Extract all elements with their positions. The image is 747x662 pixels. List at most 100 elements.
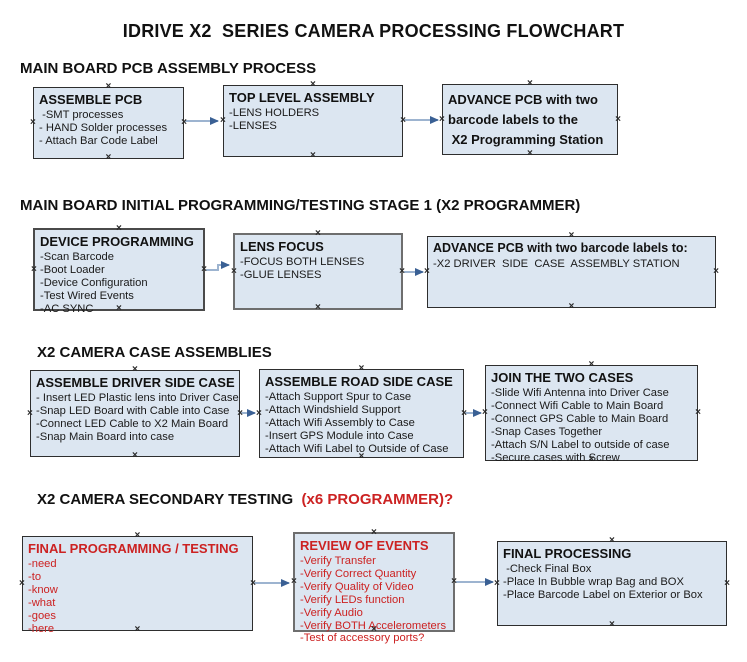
box-items: -X2 DRIVER SIDE CASE ASSEMBLY STATION [433,258,711,271]
box-item: -Device Configuration [40,276,148,289]
connection-handle-icon: × [132,450,138,461]
box-item: -Boot Loader [40,263,105,276]
connection-handle-icon: × [291,576,297,587]
connection-handle-icon: × [400,115,406,126]
connection-handle-icon: × [27,407,33,419]
flow-box-advance-to-case-assembly: ADVANCE PCB with two barcode labels to: … [424,231,719,312]
connection-handle-icon: × [439,113,445,125]
box-items: -Scan Barcode-Boot Loader-Device Configu… [40,251,199,316]
box-item: -Scan Barcode [40,251,115,263]
box-item: -Connect LED Cable to X2 Main Board [36,417,229,430]
flow-box-join-the-two-cases: JOIN THE TWO CASES -Slide Wifi Antenna i… [482,360,701,465]
connection-handle-icon: × [201,263,207,275]
box-item: -Verify Audio [300,606,363,619]
box-items: -Attach Support Spur to Case-Attach Wind… [265,391,459,456]
flow-box-final-programming-testing: FINAL PROGRAMMING / TESTING -need-to-kno… [19,531,256,635]
connection-handle-icon: × [615,113,621,125]
section-heading-pcb-assembly: MAIN BOARD PCB ASSEMBLY PROCESS [20,60,317,77]
box-items: -Check Final Box-Place In Bubble wrap Ba… [503,563,722,602]
box-item: -goes [28,609,56,622]
box-items: -Slide Wifi Antenna into Driver Case -Con… [491,387,693,464]
box-item: -LENS HOLDERS [229,107,320,119]
box-items: -FOCUS BOTH LENSES-GLUE LENSES [240,256,397,282]
box-item: -here [28,622,55,635]
connection-handle-icon: × [237,407,243,419]
box-item: -Place Barcode Label on Exterior or Box [503,588,703,601]
page-title: IDRIVE X2 SERIES CAMERA PROCESSING FLOWC… [122,21,625,41]
box-item: -to [28,570,42,583]
connection-handle-icon: × [256,407,262,419]
box-item: -Attach Wifi Label to Outside of Case [265,442,449,455]
flow-box-top-level-assembly: TOP LEVEL ASSEMBLY -LENS HOLDERS-LENSES … [220,80,406,161]
connection-handle-icon: × [482,407,488,418]
connection-handle-icon: × [695,407,701,418]
connection-handle-icon: × [315,302,321,313]
box-title: ADVANCE PCB with two barcode labels to: [433,241,688,255]
box-title: DEVICE PROGRAMMING [40,234,194,249]
connection-handle-icon: × [31,263,37,275]
box-item: -Snap Cases Together [491,425,603,438]
connection-handle-icon: × [105,152,112,163]
box-item: -AC SYNC [40,302,94,315]
box-title: ASSEMBLE DRIVER SIDE CASE [36,375,235,390]
box-item: -Slide Wifi Antenna into Driver Case [491,387,669,399]
box-item: - HAND Solder processes [39,121,168,134]
connection-handle-icon: × [568,301,575,312]
box-item: -Test Wired Events [40,289,134,302]
connection-handle-icon: × [310,150,316,161]
box-item: -need [28,558,57,570]
box-item: -X2 DRIVER SIDE CASE ASSEMBLY STATION [433,258,680,270]
box-item: -Attach S/N Label to outside of case [491,438,670,451]
box-title: ADVANCE PCB with two barcode labels to t… [448,92,604,147]
connection-handle-icon: × [527,148,533,159]
flow-box-assemble-driver-side-case: ASSEMBLE DRIVER SIDE CASE - Insert LED P… [27,365,243,461]
box-items: -SMT processes- HAND Solder processes- A… [39,109,179,148]
connection-handle-icon: × [250,577,256,589]
box-item: -Verify Transfer [300,555,376,567]
box-title: LENS FOCUS [240,239,324,254]
box-item: -what [28,596,56,609]
flow-box-device-programming: DEVICE PROGRAMMING -Scan Barcode-Boot Lo… [31,224,207,315]
section-heading-initial-programming: MAIN BOARD INITIAL PROGRAMMING/TESTING S… [20,197,581,214]
box-item: -FOCUS BOTH LENSES [240,256,365,268]
box-title: TOP LEVEL ASSEMBLY [229,90,375,105]
connection-handle-icon: × [399,265,405,277]
flow-box-final-processing: FINAL PROCESSING -Check Final Box-Place … [494,536,730,630]
box-items: -LENS HOLDERS-LENSES [229,107,398,133]
connection-handle-icon: × [220,115,226,126]
connection-handle-icon: × [713,266,719,277]
box-items: -need-to-know-what-goes-here [28,558,248,635]
box-item: -Snap Main Board into case [36,430,175,443]
connection-handle-icon: × [30,117,36,128]
box-item: -Attach Windshield Support [265,403,401,416]
connection-handle-icon: × [19,577,25,589]
box-item: -LENSES [229,119,277,132]
box-items: -Verify Transfer-Verify Correct Quantity… [300,555,449,645]
box-item: -SMT processes [39,109,124,121]
box-item: - Attach Bar Code Label [39,134,158,147]
box-items: - Insert LED Plastic lens into Driver Ca… [36,392,239,444]
connection-handle-icon: × [461,407,467,419]
flow-box-lens-focus: LENS FOCUS -FOCUS BOTH LENSES-GLUE LENSE… [231,229,405,313]
box-item: -Attach Support Spur to Case [265,391,412,403]
box-item: -Test of accessory ports? [300,632,425,645]
box-item: -Connect GPS Cable to Main Board [491,412,669,425]
box-item: -Verify Correct Quantity [300,567,417,580]
section-heading-secondary-testing: X2 CAMERA SECONDARY TESTING (x6 PROGRAMM… [37,491,453,508]
box-item: -GLUE LENSES [240,268,322,281]
connection-handle-icon: × [181,117,187,128]
connection-handle-icon: × [424,266,430,277]
box-item: -Verify Quality of Video [300,580,414,593]
box-item: -know [28,583,58,596]
box-item: -Snap LED Board with Cable into Case [36,404,230,417]
box-title: ASSEMBLE PCB [39,92,143,107]
flow-box-advance-to-programming-station: ADVANCE PCB with two barcode labels to t… [439,79,621,159]
box-item: -Insert GPS Module into Case [265,429,414,442]
flow-box-assemble-road-side-case: ASSEMBLE ROAD SIDE CASE -Attach Support … [256,364,467,462]
connection-handle-icon: × [231,265,237,277]
box-title: FINAL PROGRAMMING / TESTING [28,541,239,556]
section-heading-text: X2 CAMERA SECONDARY TESTING [37,491,302,508]
box-title: FINAL PROCESSING [503,546,632,561]
box-item: -Attach Wifi Assembly to Case [265,416,415,429]
